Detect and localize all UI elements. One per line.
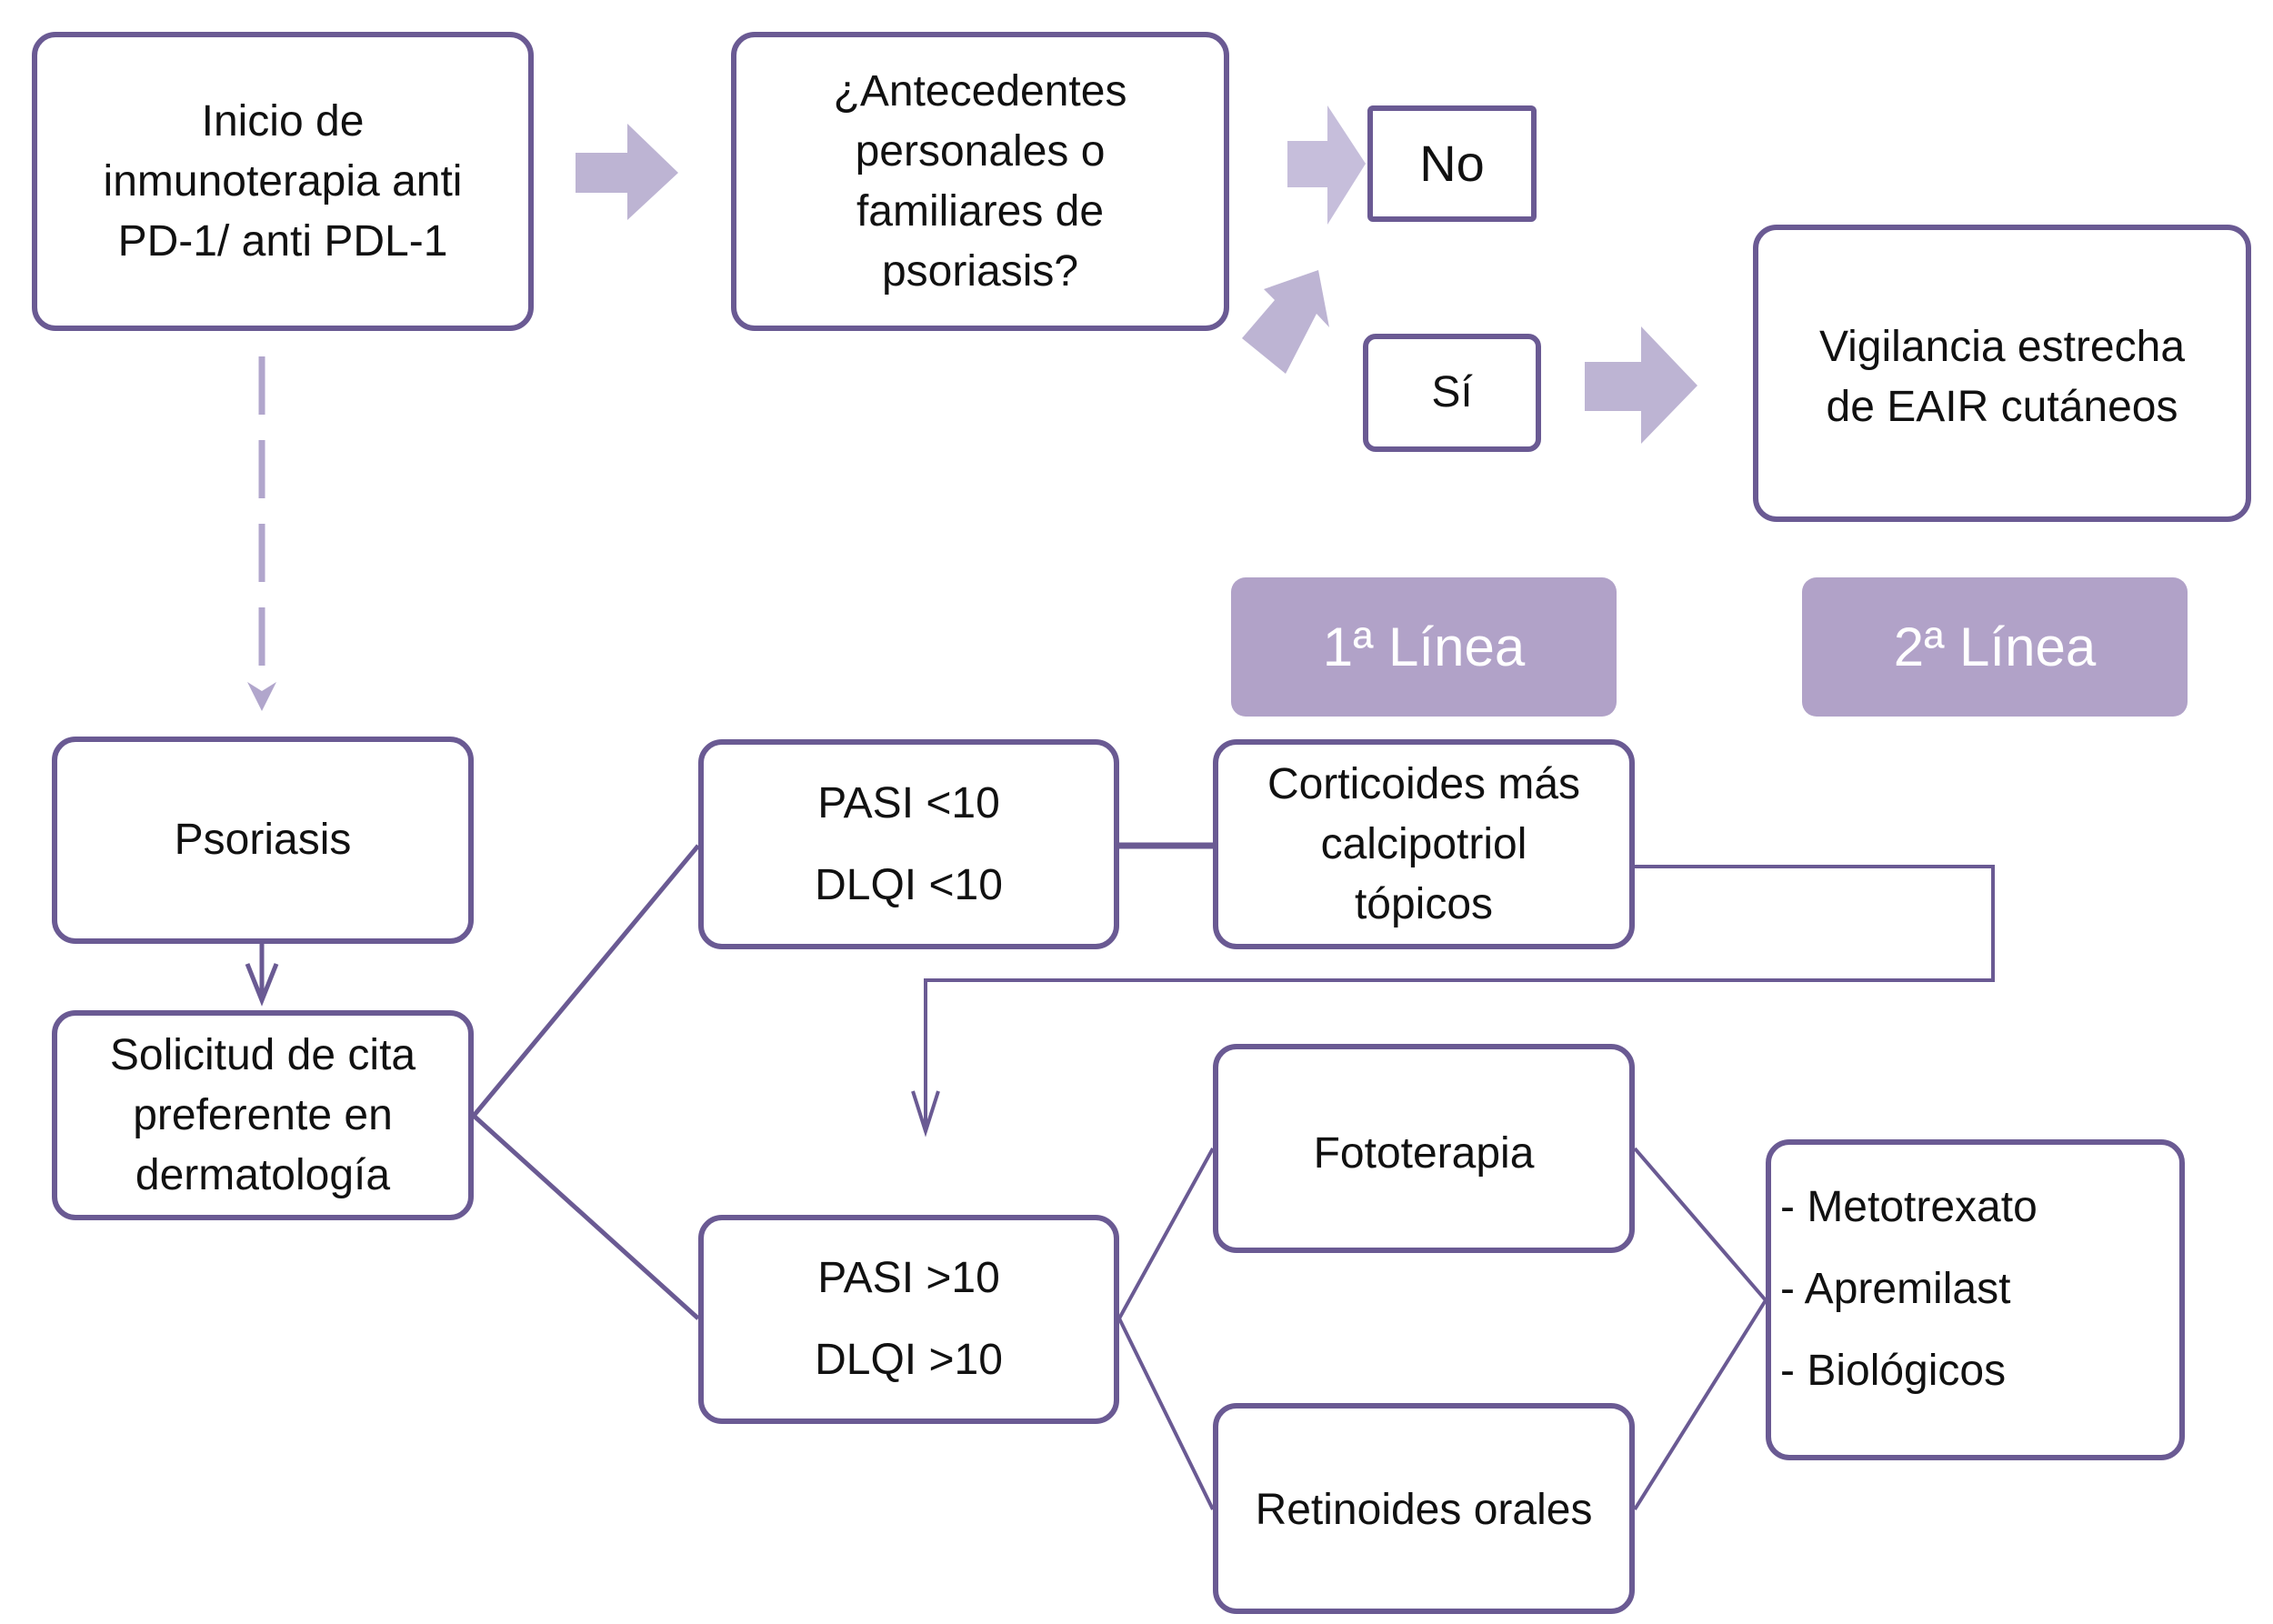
second-line-node: - Metotrexato - Apremilast - Biológicos <box>1766 1139 2185 1460</box>
dashed-arrow-head <box>247 682 276 711</box>
phototherapy-node: Fototerapia <box>1213 1044 1635 1253</box>
second-line-label-text: 2ª Línea <box>1893 617 2097 677</box>
line-referral-to-mild <box>472 844 700 1118</box>
question-node-line: psoriasis? <box>881 246 1079 296</box>
psoriasis-label: Psoriasis <box>174 816 352 864</box>
elbow-topical-to-severe <box>924 865 1995 1129</box>
severe-node-line: DLQI >10 <box>815 1336 1003 1384</box>
block-arrow-yes-to-surveillance <box>1585 326 1697 444</box>
line-severe-to-phototherapy <box>1117 1148 1215 1319</box>
answer-no-label: No <box>1419 135 1485 192</box>
second-line-label: 2ª Línea <box>1802 577 2188 717</box>
topical-node-line: Corticoides más <box>1267 759 1581 808</box>
question-node: ¿Antecedentes personales o familiares de… <box>731 32 1229 331</box>
second-line-item: - Biológicos <box>1780 1347 2007 1395</box>
block-arrow-start-to-question <box>576 124 678 220</box>
line-referral-to-severe <box>472 1114 700 1320</box>
question-node-line: familiares de <box>856 186 1105 236</box>
start-node-line: Inicio de <box>201 96 365 145</box>
answer-no-node: No <box>1367 105 1537 222</box>
start-node: Inicio de inmunoterapia anti PD-1/ anti … <box>32 32 534 331</box>
referral-node-line: dermatología <box>135 1150 391 1199</box>
referral-node-line: Solicitud de cita <box>109 1030 416 1079</box>
topical-node-line: tópicos <box>1354 879 1494 928</box>
start-node-line: PD-1/ anti PDL-1 <box>117 216 448 266</box>
line-retinoids-to-second-line <box>1633 1298 1767 1511</box>
topical-node-line: calcipotriol <box>1320 819 1527 868</box>
mild-node-line: PASI <10 <box>817 778 1000 827</box>
referral-node: Solicitud de cita preferente en dermatol… <box>52 1010 474 1220</box>
retinoids-label: Retinoides orales <box>1255 1486 1593 1534</box>
question-node-line: personales o <box>855 126 1106 175</box>
second-line-item: - Apremilast <box>1780 1265 2011 1313</box>
referral-node-line: preferente en <box>133 1090 393 1139</box>
arrow-head-psoriasis-to-referral <box>245 963 279 1007</box>
line-phototherapy-to-second-line <box>1633 1147 1767 1302</box>
surveillance-node-line: Vigilancia estrecha <box>1818 323 2186 371</box>
block-arrow-question-to-yes <box>1242 270 1329 374</box>
answer-yes-node: Sí <box>1363 334 1541 452</box>
mild-node: PASI <10 DLQI <10 <box>698 739 1119 949</box>
start-node-line: inmunoterapia anti <box>103 156 463 206</box>
psoriasis-node: Psoriasis <box>52 737 474 944</box>
first-line-label-text: 1ª Línea <box>1322 617 1526 677</box>
mild-node-line: DLQI <10 <box>815 860 1003 909</box>
first-line-label: 1ª Línea <box>1231 577 1617 717</box>
topical-node: Corticoides más calcipotriol tópicos <box>1213 739 1635 949</box>
answer-yes-label: Sí <box>1431 368 1473 416</box>
severe-node-line: PASI >10 <box>817 1254 1000 1302</box>
arrow-head-topical-to-severe <box>911 1090 940 1138</box>
second-line-item: - Metotrexato <box>1780 1183 2038 1231</box>
retinoids-node: Retinoides orales <box>1213 1403 1635 1614</box>
phototherapy-label: Fototerapia <box>1313 1129 1535 1178</box>
question-node-line: ¿Antecedentes <box>833 66 1127 115</box>
line-severe-to-retinoids <box>1117 1318 1215 1510</box>
severe-node: PASI >10 DLQI >10 <box>698 1215 1119 1424</box>
surveillance-node-line: de EAIR cutáneos <box>1826 383 2178 431</box>
surveillance-node: Vigilancia estrecha de EAIR cutáneos <box>1753 225 2251 522</box>
block-arrow-question-to-no <box>1287 105 1366 225</box>
